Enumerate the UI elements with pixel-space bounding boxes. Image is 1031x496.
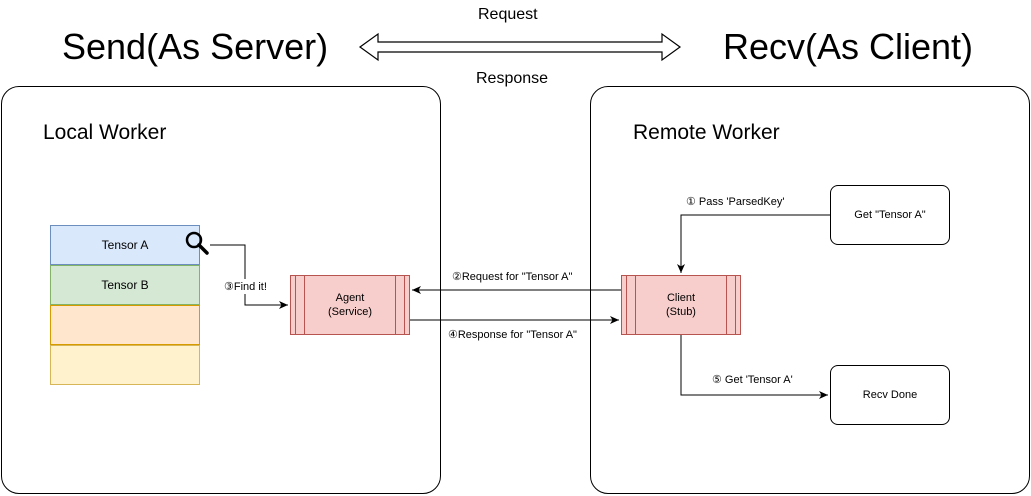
process-bar-left [626, 276, 636, 334]
process-bar-left [295, 276, 305, 334]
step5-label: ⑤ Get 'Tensor A' [710, 373, 795, 386]
agent-label: Agent (Service) [327, 292, 372, 318]
get-tensor-arrow [680, 335, 828, 399]
request-response-arrow [358, 32, 682, 62]
tensor-a-cell: Tensor A [50, 225, 200, 265]
request-label: Request [478, 6, 538, 23]
client-stub-box: Client (Stub) [621, 275, 741, 335]
process-bar-right [726, 276, 736, 334]
tensor-empty-cell [50, 305, 200, 345]
recv-done-box: Recv Done [830, 365, 950, 425]
remote-worker-title: Remote Worker [633, 121, 780, 144]
tensor-empty-cell [50, 345, 200, 385]
client-label: Client (Stub) [666, 292, 696, 318]
step3-label: ③Find it! [223, 279, 268, 294]
get-tensor-box: Get "Tensor A" [830, 185, 950, 245]
find-arrow [210, 244, 288, 309]
send-title: Send(As Server) [62, 26, 329, 67]
local-worker-title: Local Worker [43, 121, 167, 144]
response-label: Response [476, 70, 549, 87]
agent-service-box: Agent (Service) [290, 275, 410, 335]
process-bar-right [395, 276, 405, 334]
pass-key-arrow [677, 214, 830, 273]
tensor-stack: Tensor A Tensor B [50, 225, 200, 385]
tensor-b-cell: Tensor B [50, 265, 200, 305]
magnifier-icon [185, 231, 209, 255]
step4-label: ④Response for "Tensor A" [447, 328, 578, 341]
step1-label: ① Pass 'ParsedKey' [684, 195, 787, 208]
step2-label: ②Request for "Tensor A" [451, 270, 574, 283]
recv-title: Recv(As Client) [723, 26, 974, 67]
